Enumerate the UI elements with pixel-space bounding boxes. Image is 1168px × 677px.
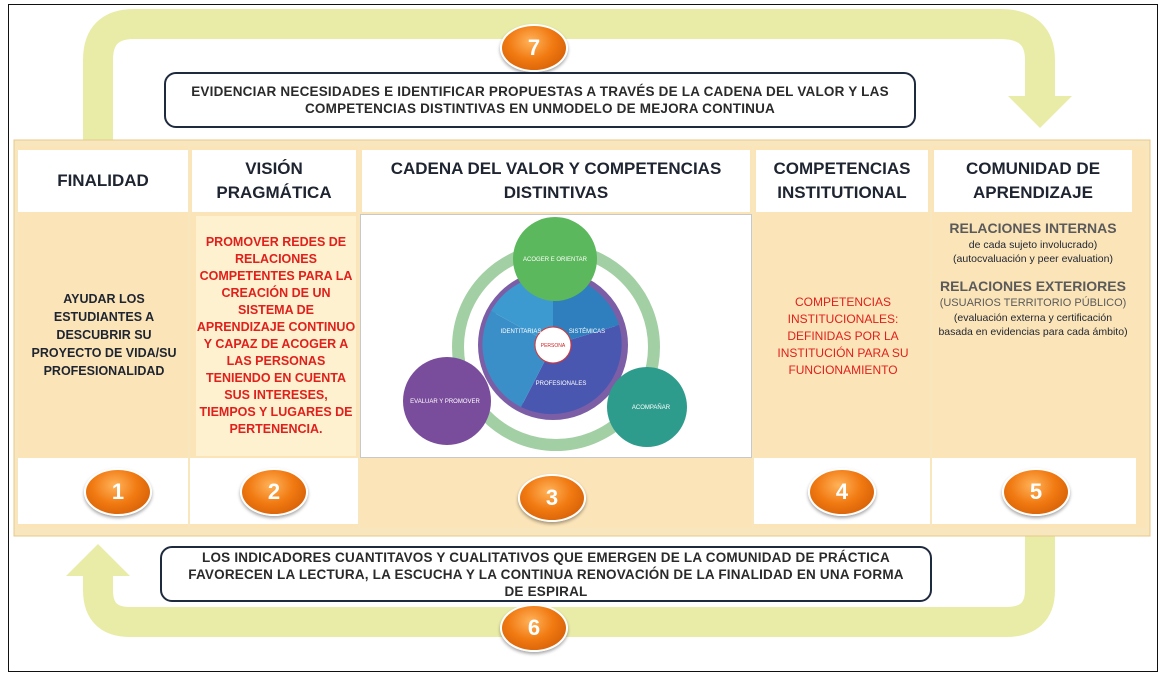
step-2-circle: 2 — [240, 468, 308, 516]
inner-label-identitarias: IDENTITARIAS — [501, 329, 542, 335]
step-1-number: 1 — [111, 479, 125, 504]
node-label-acompanar: ACOMPAÑAR — [632, 404, 671, 411]
internal-relations-text: de cada sujeto involucrado) (autocvaluac… — [953, 239, 1113, 265]
header-vision: VISIÓN PRAGMÁTICA — [192, 150, 356, 212]
segment-left — [482, 311, 553, 407]
body-competencias: COMPETENCIAS INSTITUCIONALES: DEFINIDAS … — [777, 294, 909, 377]
inner-label-sistemicas: SISTÉMICAS — [569, 328, 605, 335]
top-arrow-head — [1008, 96, 1072, 128]
diagram-frame — [8, 4, 1158, 672]
node-acoger — [513, 217, 597, 301]
center-circle — [534, 326, 572, 364]
center-label: PERSONA — [541, 343, 566, 349]
step-5-number: 5 — [1029, 479, 1043, 504]
segment-profesionales — [521, 325, 622, 415]
internal-relations-title: RELACIONES INTERNAS — [949, 220, 1117, 236]
step-4-number: 4 — [835, 479, 849, 504]
value-chain-image: ACOGER E ORIENTAR EVALUAR Y PROMOVER ACO… — [360, 214, 752, 458]
external-relations-title: RELACIONES EXTERIORES — [940, 278, 1126, 294]
bottom-cycle-arrow — [83, 536, 1055, 637]
step-4-circle: 4 — [808, 468, 876, 516]
body-comunidad: RELACIONES INTERNAS de cada sujeto invol… — [938, 216, 1128, 456]
body-finalidad: AYUDAR LOS ESTUDIANTES A DESCUBRIR SU PR… — [31, 292, 177, 378]
step-3-number: 3 — [545, 485, 559, 510]
node-evaluar — [403, 357, 491, 445]
step-3-circle: 3 — [518, 474, 586, 522]
header-competencias: COMPETENCIAS INSTITUTIONAL — [756, 150, 928, 212]
top-cycle-arrow — [83, 9, 1055, 140]
external-relations-list: (USUARIOS TERRITORIO PÚBLICO) — [939, 297, 1127, 309]
external-relations-text: (evaluación externa y certificación basa… — [938, 312, 1128, 338]
node-label-acoger: ACOGER E ORIENTAR — [523, 257, 588, 263]
header-comunidad: COMUNIDAD DE APRENDIZAJE — [934, 150, 1132, 212]
value-chain-cycle: ACOGER E ORIENTAR EVALUAR Y PROMOVER ACO… — [403, 217, 687, 451]
step-6-circle: 6 — [500, 604, 568, 652]
step-1-circle: 1 — [84, 468, 152, 516]
inner-label-profesionales: PROFESIONALES — [536, 381, 587, 387]
step-7-number: 7 — [527, 35, 541, 60]
bottom-banner: LOS INDICADORES CUANTITAVOS Y CUALITATIV… — [160, 546, 932, 602]
step-2-number: 2 — [267, 479, 281, 504]
node-acompanar — [607, 367, 687, 447]
bottom-arrow-head — [66, 544, 130, 576]
header-finalidad: FINALIDAD — [18, 150, 188, 212]
node-label-evaluar: EVALUAR Y PROMOVER — [410, 399, 480, 405]
header-cadena: CADENA DEL VALOR Y COMPETENCIAS DISTINTI… — [362, 150, 750, 212]
step-5-circle: 5 — [1002, 468, 1070, 516]
step-6-number: 6 — [527, 615, 541, 640]
body-vision: PROMOVER REDES DE RELACIONES COMPETENTES… — [196, 216, 356, 456]
step-7-circle: 7 — [500, 24, 568, 72]
top-banner: EVIDENCIAR NECESIDADES E IDENTIFICAR PRO… — [164, 72, 916, 128]
